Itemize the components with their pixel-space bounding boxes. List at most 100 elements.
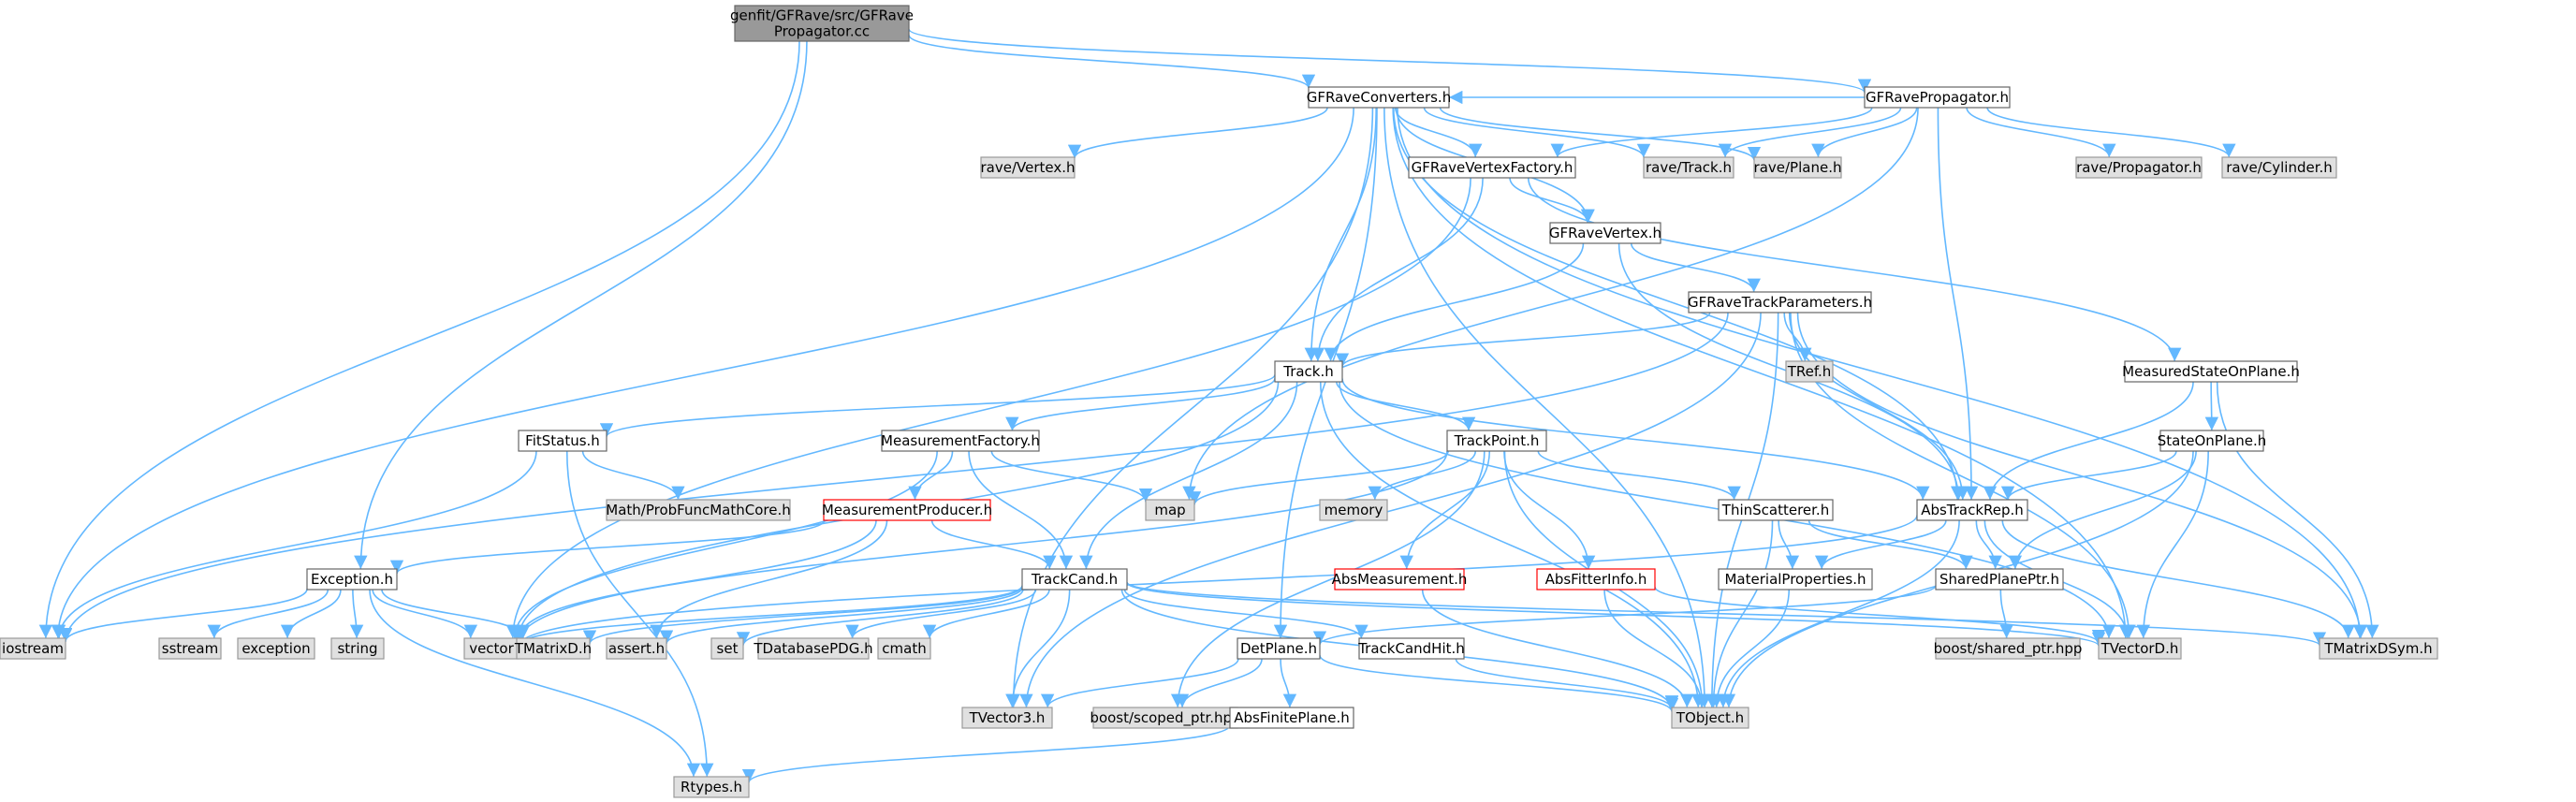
edge-exception-to-iostream — [58, 589, 308, 642]
edge-mfactory-to-map — [990, 450, 1153, 503]
node-absmeas[interactable]: AbsMeasurement.h — [1332, 568, 1468, 591]
node-root[interactable]: genfit/GFRave/src/GFRavePropagator.cc — [730, 5, 914, 42]
node-matprops[interactable]: MaterialProperties.h — [1718, 568, 1873, 591]
edge-prop-to-vfactory — [1550, 107, 1873, 158]
node-box-sharedplane — [1935, 568, 2064, 591]
node-label-sharedplane: SharedPlanePtr.h — [1939, 571, 2059, 588]
node-label-mfactory: MeasurementFactory.h — [881, 432, 1040, 449]
node-abstrackrep[interactable]: AbsTrackRep.h — [1916, 499, 2028, 521]
node-box-trackparams — [1688, 291, 1872, 314]
node-label-tobject: TObject.h — [1676, 709, 1744, 726]
node-trackcand[interactable]: TrackCand.h — [1021, 568, 1128, 591]
node-trackcandhit[interactable]: TrackCandHit.h — [1357, 637, 1465, 660]
edge-trackcand-to-set — [736, 589, 1024, 646]
node-tmatrixdsym: TMatrixDSym.h — [2319, 637, 2438, 660]
node-box-tvector3 — [961, 707, 1053, 729]
node-label-map: map — [1154, 502, 1185, 518]
node-thinscat[interactable]: ThinScatterer.h — [1718, 499, 1834, 521]
edge-track-to-trackpoint — [1336, 381, 1476, 431]
edge-root-to-exception — [354, 40, 808, 570]
node-label-memory: memory — [1325, 502, 1383, 518]
edge-abstrackrep-to-sharedplane — [1975, 519, 2002, 570]
node-msop[interactable]: MeasuredStateOnPlane.h — [2122, 360, 2300, 383]
edge-sop-to-tvectord — [2136, 450, 2209, 639]
node-box-boostshared — [1935, 637, 2081, 660]
node-exception[interactable]: Exception.h — [306, 568, 398, 591]
node-track[interactable]: Track.h — [1274, 360, 1343, 383]
edge-conv-to-raveplane — [1439, 107, 1762, 161]
edge-trackcand-to-tmatrixdsym — [1126, 581, 2326, 647]
node-absfitter[interactable]: AbsFitterInfo.h — [1536, 568, 1656, 591]
node-prop[interactable]: GFRavePropagator.h — [1864, 86, 2011, 109]
node-label-abstrackrep: AbsTrackRep.h — [1921, 502, 2024, 518]
node-label-raveplane: rave/Plane.h — [1754, 159, 1842, 176]
edge-sop-to-abstrackrep — [2000, 450, 2177, 501]
edge-detplane-to-tvector3 — [1041, 658, 1239, 708]
node-absfinite[interactable]: AbsFinitePlane.h — [1229, 707, 1354, 729]
edge-absmeas-to-tobject — [1421, 589, 1694, 708]
node-label-absmeas: AbsMeasurement.h — [1332, 571, 1468, 588]
edge-fitstatus-to-rtypes — [565, 450, 714, 778]
edge-msop-to-abstrackrep — [1983, 381, 2194, 501]
node-mproducer[interactable]: MeasurementProducer.h — [822, 499, 992, 521]
node-box-ravecyl — [2221, 156, 2337, 179]
node-vector: vector — [463, 637, 520, 660]
node-conv[interactable]: GFRaveConverters.h — [1307, 86, 1451, 109]
node-ravetrack: rave/Track.h — [1643, 156, 1734, 179]
node-set: set — [710, 637, 744, 660]
node-label-conv: GFRaveConverters.h — [1307, 89, 1451, 106]
node-label-rtypes: Rtypes.h — [681, 779, 742, 795]
edge-track-to-fitstatus — [600, 373, 1276, 438]
node-tdbpdg: TDatabasePDG.h — [753, 637, 873, 660]
edge-trackcand-to-tmatrixd — [583, 586, 1023, 645]
edge-root-to-conv — [908, 34, 1315, 89]
node-cmath: cmath — [877, 637, 931, 660]
node-mfactory[interactable]: MeasurementFactory.h — [881, 430, 1040, 452]
node-detplane[interactable]: DetPlane.h — [1237, 637, 1321, 660]
node-box-ravevertex — [980, 156, 1076, 179]
node-label-absfinite: AbsFinitePlane.h — [1234, 709, 1350, 726]
node-label-tdbpdg: TDatabasePDG.h — [753, 640, 872, 657]
edge-trackpoint-to-absmeas — [1399, 450, 1491, 570]
edge-abstrackrep-to-tmatrixdsym — [2001, 519, 2355, 639]
node-box-tobject — [1671, 707, 1749, 729]
edge-root-to-prop — [908, 28, 1871, 94]
node-box-trackcandhit — [1358, 637, 1465, 660]
node-label-root: Propagator.cc — [774, 23, 870, 40]
node-box-exception — [306, 568, 398, 591]
node-box-cmath — [877, 637, 931, 660]
edge-trackparams-to-iostream — [58, 312, 1729, 643]
node-ravevertex: rave/Vertex.h — [980, 156, 1076, 179]
edge-track-to-tobject — [1319, 381, 1705, 708]
node-label-trackparams: GFRaveTrackParameters.h — [1688, 294, 1872, 311]
node-box-tvectord — [2098, 637, 2182, 660]
edge-mfactory-to-vector — [507, 450, 938, 639]
node-trackpoint[interactable]: TrackPoint.h — [1446, 430, 1547, 452]
edge-vfactory-to-vertex — [1509, 177, 1595, 224]
node-vertex[interactable]: GFRaveVertex.h — [1549, 222, 1661, 244]
node-label-trackcandhit: TrackCandHit.h — [1357, 640, 1465, 657]
node-box-tref — [1785, 360, 1834, 383]
node-sop[interactable]: StateOnPlane.h — [2158, 430, 2266, 452]
edge-trackparams-to-track — [1335, 312, 1711, 368]
edge-mproducer-to-assert — [650, 519, 888, 639]
edge-absfitter-to-tobject — [1603, 589, 1709, 708]
edge-conv-to-tvectord — [1392, 107, 2132, 639]
node-label-tmatrixdsym: TMatrixDSym.h — [2323, 640, 2432, 657]
node-box-detplane — [1237, 637, 1321, 660]
edge-prop-to-raveplane — [1811, 107, 1918, 158]
node-box-mfactory — [881, 430, 1040, 452]
node-stdexcept: exception — [237, 637, 315, 660]
node-fitstatus[interactable]: FitStatus.h — [518, 430, 607, 452]
edge-exception-to-vector — [372, 589, 477, 639]
node-box-vertex — [1549, 222, 1661, 244]
edge-trackcand-to-tvector3 — [1005, 589, 1071, 708]
node-vfactory[interactable]: GFRaveVertexFactory.h — [1408, 156, 1576, 179]
node-tmatrixd: TMatrixD.h — [514, 637, 592, 660]
node-trackparams[interactable]: GFRaveTrackParameters.h — [1688, 291, 1872, 314]
node-box-track — [1274, 360, 1343, 383]
node-box-absfitter — [1536, 568, 1656, 591]
node-ravecyl: rave/Cylinder.h — [2221, 156, 2337, 179]
node-sharedplane[interactable]: SharedPlanePtr.h — [1935, 568, 2064, 591]
node-label-vfactory: GFRaveVertexFactory.h — [1412, 159, 1573, 176]
